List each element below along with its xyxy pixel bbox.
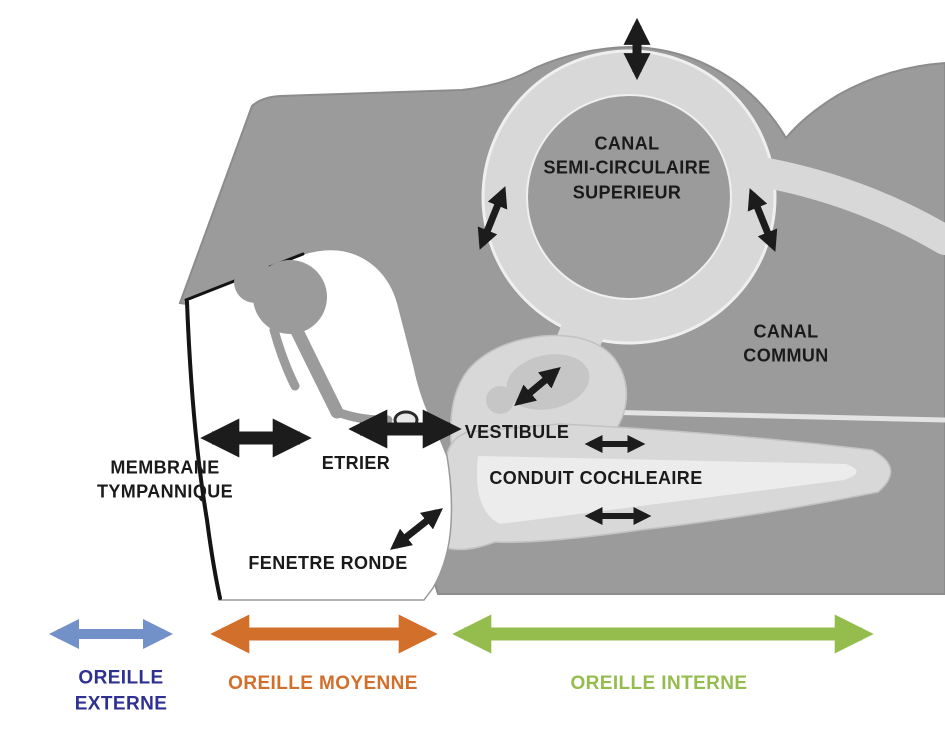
label-vestibule: VESTIBULE <box>464 421 570 442</box>
common-canal-shape <box>747 157 945 255</box>
label-canal-commun: CANAL COMMUN <box>743 321 829 366</box>
label-canal-semi-circulaire: CANAL SEMI-CIRCULAIRE SUPERIEUR <box>543 133 711 203</box>
label-membrane-tympannique: MEMBRANE TYMPANNIQUE <box>96 457 234 502</box>
label-etrier: ETRIER <box>321 452 391 473</box>
label-conduit-cochleaire: CONDUIT COCHLEAIRE <box>489 467 703 488</box>
tympanic-membrane-edge <box>185 300 222 600</box>
label-oreille-moyenne: OREILLE MOYENNE <box>228 673 418 695</box>
sound-arrow-round-window-icon <box>390 508 443 550</box>
saccule-blob <box>486 386 514 414</box>
cochlear-canal-line <box>597 409 945 423</box>
label-fenetre-ronde: FENETRE RONDE <box>248 552 408 573</box>
label-oreille-interne: OREILLE INTERNE <box>570 673 748 695</box>
semicircular-canal-ring <box>481 49 777 345</box>
sound-arrow-canal-right-icon <box>747 188 778 252</box>
sound-arrow-canal-left-icon <box>477 186 508 250</box>
ossicles-shape <box>234 260 419 430</box>
label-oreille-externe: OREILLE EXTERNE <box>74 667 168 714</box>
cochlear-duct-highlight <box>476 456 857 524</box>
sound-arrow-vestibule-icon <box>514 366 561 407</box>
